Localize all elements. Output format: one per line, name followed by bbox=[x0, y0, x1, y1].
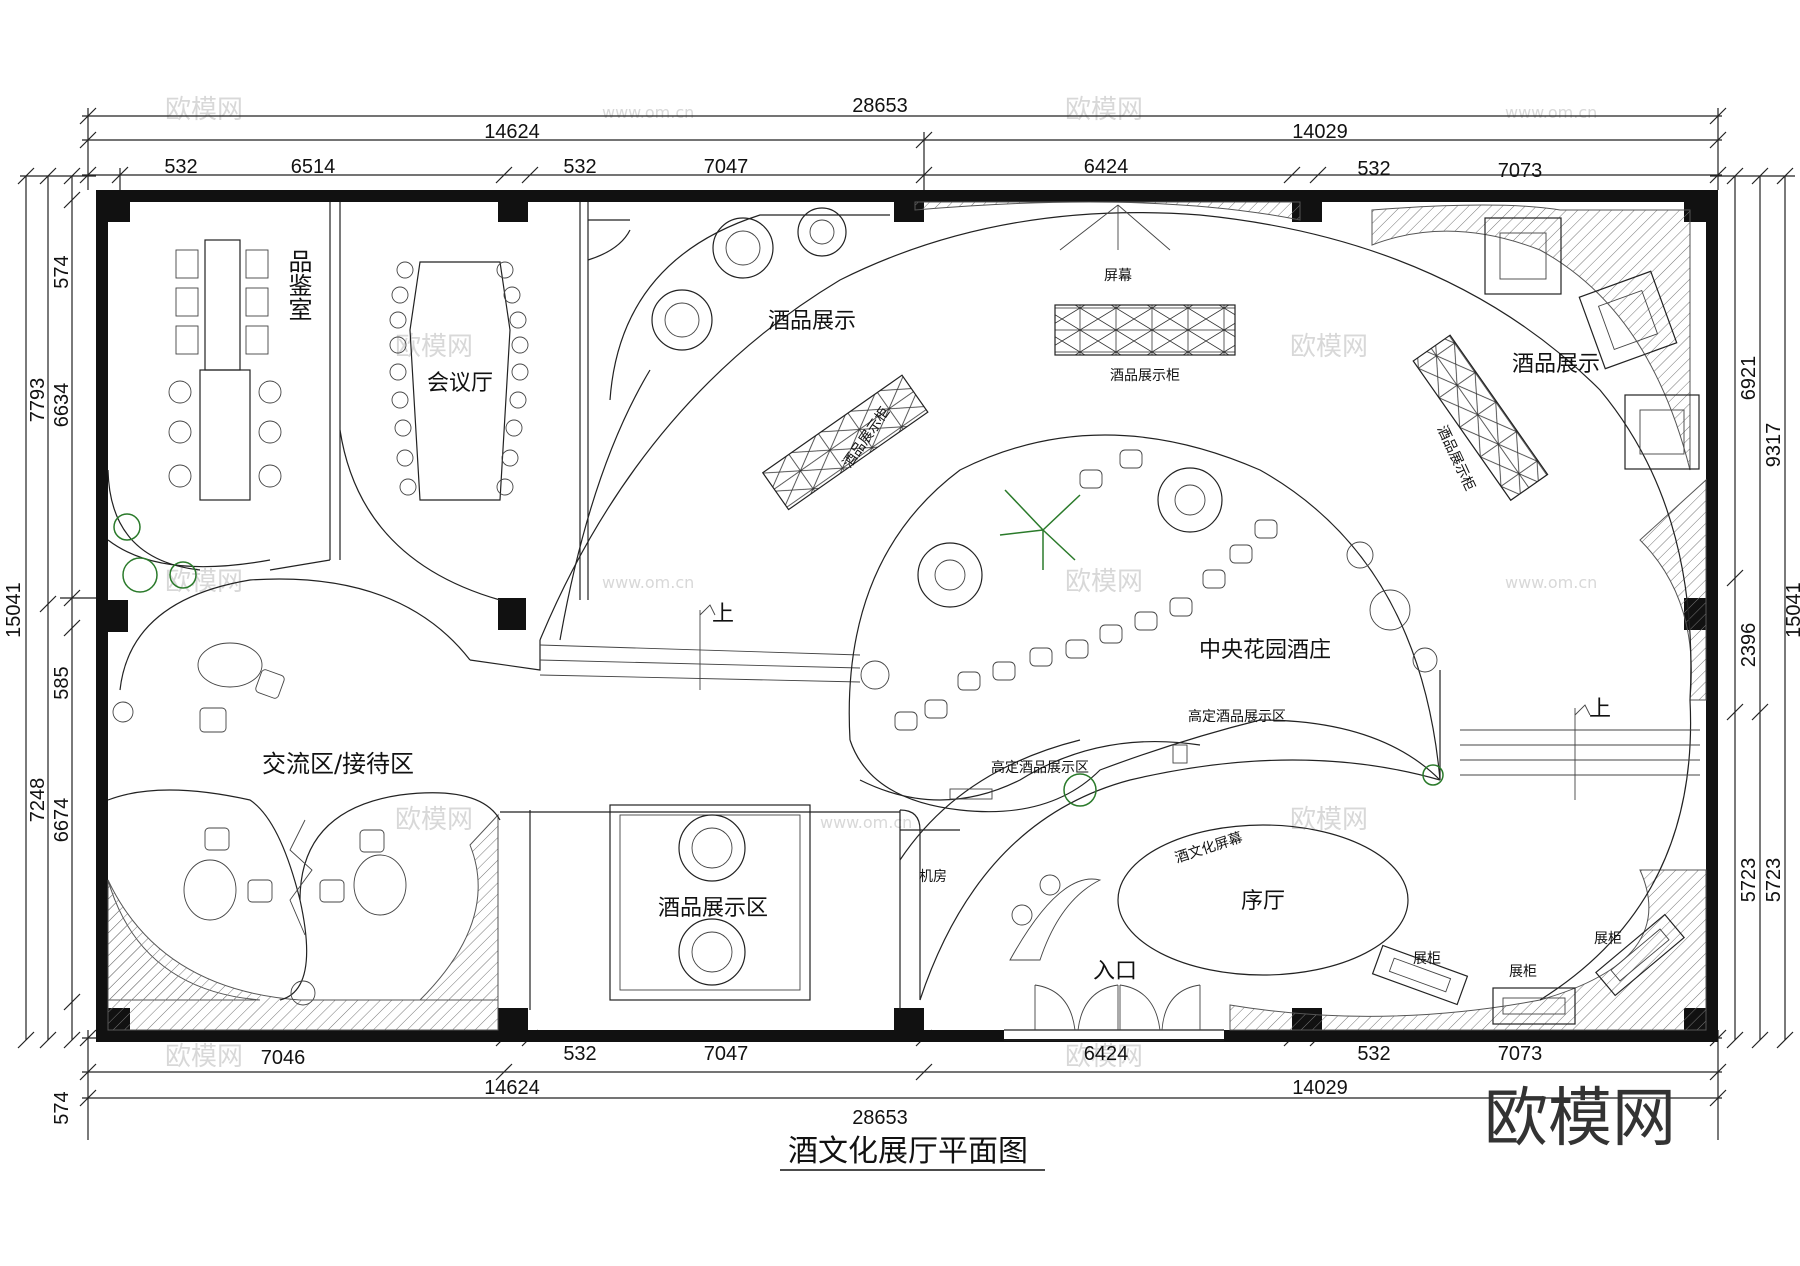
watermark-text: 欧模网 bbox=[165, 567, 243, 597]
dim-right-outer: 9317 bbox=[1763, 423, 1785, 468]
hatched-regions bbox=[107, 201, 1707, 1031]
dimension-lines-right: 6921 2396 5723 9317 5723 15041 bbox=[1710, 167, 1800, 1049]
dim-top-seg: 532 bbox=[1357, 158, 1390, 180]
watermark-text: 欧模网 bbox=[395, 805, 473, 835]
dim-right-inner: 6921 bbox=[1738, 356, 1760, 401]
watermark-text: 欧模网 bbox=[165, 95, 243, 125]
dim-left-inner: 6634 bbox=[51, 383, 73, 428]
watermark-url: www.om.cn bbox=[1505, 103, 1597, 122]
watermark-url: www.om.cn bbox=[602, 103, 694, 122]
label-up-left: 上 bbox=[712, 602, 734, 627]
label-cabinet-center: 酒品展示柜 bbox=[1110, 368, 1180, 384]
dim-top-seg: 532 bbox=[563, 156, 596, 178]
dimension-lines-left: 15041 7793 7248 574 6634 585 6674 574 bbox=[3, 167, 96, 1125]
dim-left-total: 15041 bbox=[3, 582, 25, 638]
display-cabinets bbox=[761, 204, 1549, 511]
dim-top-seg: 6514 bbox=[291, 156, 336, 178]
label-lobby: 序厅 bbox=[1241, 889, 1285, 914]
dimension-lines-bottom: 7046 532 7047 6424 532 7073 14624 14029 … bbox=[79, 1029, 1727, 1140]
watermark-text: 欧模网 bbox=[1065, 1042, 1143, 1072]
room-labels: 品鉴室 会议厅 交流区/接待区 酒品展示 酒品展示 屏幕 酒品展示柜 酒品展示柜… bbox=[262, 249, 1622, 984]
watermark-url: www.om.cn bbox=[1505, 573, 1597, 592]
dim-bottom-seg: 7047 bbox=[704, 1043, 749, 1065]
dim-top-seg: 7047 bbox=[704, 156, 749, 178]
watermark-url: www.om.cn bbox=[602, 573, 694, 592]
dim-bottom-total: 28653 bbox=[852, 1107, 908, 1129]
exchange-furniture bbox=[112, 642, 407, 1006]
dim-right-inner: 5723 bbox=[1738, 858, 1760, 903]
brand-logo-text: 欧模网 bbox=[1484, 1082, 1676, 1156]
dim-top-seg: 7073 bbox=[1498, 160, 1543, 182]
dim-top-seg: 6424 bbox=[1084, 156, 1129, 178]
dimension-lines-top: 28653 14624 14029 532 6514 532 7047 6424… bbox=[79, 95, 1727, 190]
label-tasting-room: 品鉴室 bbox=[284, 249, 312, 321]
dim-right-inner: 2396 bbox=[1738, 623, 1760, 668]
exterior-walls bbox=[96, 190, 1718, 1042]
dim-top-left-half: 14624 bbox=[484, 121, 540, 143]
label-showcase-1: 展柜 bbox=[1413, 951, 1441, 967]
dim-bottom-seg: 7073 bbox=[1498, 1043, 1543, 1065]
dim-left-outer: 7793 bbox=[27, 378, 49, 423]
label-wine-display-top: 酒品展示 bbox=[768, 309, 856, 334]
dim-left-inner: 585 bbox=[51, 666, 73, 699]
wine-display-pedestals-right bbox=[1484, 217, 1700, 470]
label-screen: 屏幕 bbox=[1104, 268, 1132, 284]
wine-display-tables-top bbox=[651, 207, 847, 351]
dim-bottom-seg: 7046 bbox=[261, 1047, 306, 1069]
garden-features bbox=[860, 449, 1444, 807]
meeting-table bbox=[389, 261, 529, 501]
label-entrance: 入口 bbox=[1093, 959, 1137, 984]
label-meeting-room: 会议厅 bbox=[427, 371, 493, 396]
label-showcase-2: 展柜 bbox=[1509, 964, 1537, 980]
dim-bottom-seg: 532 bbox=[563, 1043, 596, 1065]
label-exchange-area: 交流区/接待区 bbox=[262, 750, 414, 778]
label-machine-room: 机房 bbox=[919, 869, 947, 885]
dim-bottom-seg: 6424 bbox=[1084, 1043, 1129, 1065]
label-central-garden: 中央花园酒庄 bbox=[1199, 638, 1331, 663]
dim-top-right-half: 14029 bbox=[1292, 121, 1348, 143]
dim-top-seg: 532 bbox=[164, 156, 197, 178]
dim-bottom-right-half: 14029 bbox=[1292, 1077, 1348, 1099]
dim-left-inner: 6674 bbox=[51, 798, 73, 843]
display-area-tables bbox=[609, 804, 811, 1001]
dim-bottom-seg: 532 bbox=[1357, 1043, 1390, 1065]
dim-left-inner: 574 bbox=[51, 1091, 73, 1124]
label-display-area: 酒品展示区 bbox=[658, 896, 768, 921]
stair-up-markers bbox=[699, 604, 1591, 716]
watermark-url: www.om.cn bbox=[820, 813, 912, 832]
drawing-title: 酒文化展厅平面图 bbox=[788, 1134, 1028, 1169]
watermark-text: 欧模网 bbox=[1065, 567, 1143, 597]
label-custom-zone-2: 高定酒品展示区 bbox=[991, 759, 1089, 776]
label-custom-zone-1: 高定酒品展示区 bbox=[1188, 708, 1286, 725]
label-up-right: 上 bbox=[1589, 697, 1611, 722]
dim-top-total: 28653 bbox=[852, 95, 908, 117]
label-showcase-3: 展柜 bbox=[1594, 931, 1622, 947]
watermark-text: 欧模网 bbox=[395, 332, 473, 362]
dim-left-inner: 574 bbox=[51, 255, 73, 288]
dim-bottom-left-half: 14624 bbox=[484, 1077, 540, 1099]
dim-right-outer: 5723 bbox=[1763, 858, 1785, 903]
watermark-text: 欧模网 bbox=[165, 1042, 243, 1072]
watermark-text: 欧模网 bbox=[1065, 95, 1143, 125]
label-wine-display-right: 酒品展示 bbox=[1512, 352, 1600, 377]
tasting-room-furniture bbox=[113, 239, 282, 593]
watermarks: 欧模网 www.om.cn 欧模网 www.om.cn 欧模网 欧模网 www.… bbox=[165, 95, 1597, 1072]
watermark-text: 欧模网 bbox=[1290, 805, 1368, 835]
label-culture-screen: 酒文化屏幕 bbox=[1173, 830, 1245, 867]
lobby-features bbox=[1009, 824, 1685, 1031]
dim-left-outer: 7248 bbox=[27, 778, 49, 823]
interior-walls bbox=[107, 202, 1700, 1010]
dim-right-total: 15041 bbox=[1783, 582, 1800, 638]
watermark-text: 欧模网 bbox=[1290, 332, 1368, 362]
